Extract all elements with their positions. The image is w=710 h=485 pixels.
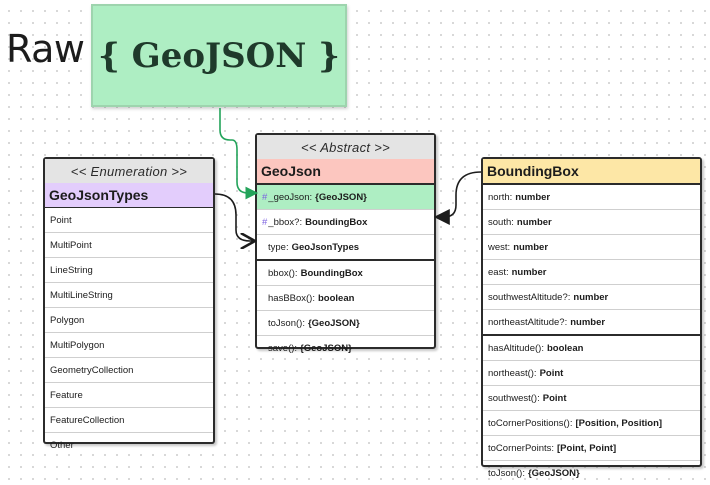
- member-name: east:: [488, 266, 509, 278]
- abstract-field[interactable]: #_geoJson:{GeoJSON}: [257, 185, 434, 210]
- member-name: northeast():: [488, 367, 537, 379]
- member-name: GeometryCollection: [50, 364, 134, 376]
- bbox-field[interactable]: east:number: [483, 260, 700, 285]
- bbox-field[interactable]: northeastAltitude?:number: [483, 310, 700, 334]
- abstract-field[interactable]: type:GeoJsonTypes: [257, 235, 434, 259]
- member-type: number: [511, 266, 547, 278]
- enum-stereotype: << Enumeration >>: [45, 159, 213, 183]
- bbox-field[interactable]: southwestAltitude?:number: [483, 285, 700, 310]
- member-type: BoundingBox: [300, 267, 363, 279]
- enum-value-item[interactable]: MultiPoint: [45, 233, 213, 258]
- enum-value-item[interactable]: MultiLineString: [45, 283, 213, 308]
- raw-label: Raw: [6, 27, 85, 71]
- member-name: type:: [268, 241, 289, 253]
- member-type: number: [513, 241, 549, 253]
- member-type: [Position, Position]: [575, 417, 663, 429]
- member-type: {GeoJSON}: [527, 467, 580, 479]
- member-type: number: [570, 316, 606, 328]
- member-name: toCornerPoints:: [488, 442, 555, 454]
- abstract-method[interactable]: save():{GeoJSON}: [257, 336, 434, 360]
- abstract-method[interactable]: hasBBox():boolean: [257, 286, 434, 311]
- member-name: Feature: [50, 389, 83, 401]
- member-name: Point: [50, 214, 72, 226]
- member-name: north:: [488, 191, 513, 203]
- enum-value-item[interactable]: MultiPolygon: [45, 333, 213, 358]
- member-name: Other: [50, 439, 74, 451]
- bbox-to-bbox-field-connector: [433, 171, 482, 225]
- member-name: bbox():: [268, 267, 298, 279]
- member-type: {GeoJSON}: [315, 191, 367, 203]
- member-name: save():: [268, 342, 298, 354]
- bbox-field[interactable]: south:number: [483, 210, 700, 235]
- member-name: northeastAltitude?:: [488, 316, 568, 328]
- member-name: LineString: [50, 264, 93, 276]
- member-type: number: [516, 216, 552, 228]
- member-type: {GeoJSON}: [300, 342, 352, 354]
- abstract-field[interactable]: #_bbox?:BoundingBox: [257, 210, 434, 235]
- bbox-method[interactable]: toJson():{GeoJSON}: [483, 461, 700, 485]
- member-name: _bbox?:: [268, 216, 303, 228]
- member-type: {GeoJSON}: [307, 317, 360, 329]
- note-to-geojson-connector: [219, 108, 259, 200]
- bbox-method[interactable]: northeast():Point: [483, 361, 700, 386]
- member-type: number: [515, 191, 551, 203]
- bbox-class-title: BoundingBox: [483, 159, 700, 183]
- bbox-method[interactable]: toCornerPoints:[Point, Point]: [483, 436, 700, 461]
- abstract-stereotype: << Abstract >>: [257, 135, 434, 159]
- member-name: south:: [488, 216, 514, 228]
- enum-value-item[interactable]: Feature: [45, 383, 213, 408]
- member-type: number: [573, 291, 609, 303]
- abstract-method[interactable]: toJson():{GeoJSON}: [257, 311, 434, 336]
- member-name: west:: [488, 241, 511, 253]
- enum-value-item[interactable]: Point: [45, 208, 213, 233]
- abstract-method[interactable]: bbox():BoundingBox: [257, 261, 434, 286]
- enum-class-title: GeoJsonTypes: [45, 183, 213, 208]
- member-name: southwestAltitude?:: [488, 291, 571, 303]
- member-name: toJson():: [268, 317, 305, 329]
- member-name: FeatureCollection: [50, 414, 125, 426]
- bbox-field[interactable]: north:number: [483, 185, 700, 210]
- geojson-sticky-note[interactable]: { GeoJSON }: [91, 4, 347, 107]
- enum-value-item[interactable]: Other: [45, 433, 213, 457]
- member-type: boolean: [318, 292, 355, 304]
- member-type: BoundingBox: [305, 216, 368, 228]
- enum-value-item[interactable]: FeatureCollection: [45, 408, 213, 433]
- member-type: boolean: [546, 342, 584, 354]
- bbox-method[interactable]: toCornerPositions():[Position, Position]: [483, 411, 700, 436]
- enum-value-item[interactable]: LineString: [45, 258, 213, 283]
- protected-marker: #: [262, 191, 268, 203]
- member-type: Point: [542, 392, 567, 404]
- member-name: toCornerPositions():: [488, 417, 573, 429]
- member-name: hasAltitude():: [488, 342, 544, 354]
- member-type: [Point, Point]: [557, 442, 617, 454]
- enum-value-item[interactable]: Polygon: [45, 308, 213, 333]
- member-name: MultiPolygon: [50, 339, 105, 351]
- enum-value-item[interactable]: GeometryCollection: [45, 358, 213, 383]
- bbox-method[interactable]: southwest():Point: [483, 386, 700, 411]
- member-name: _geoJson:: [268, 191, 313, 203]
- member-name: MultiLineString: [50, 289, 113, 301]
- member-name: southwest():: [488, 392, 540, 404]
- abstract-class-title: GeoJson: [257, 159, 434, 183]
- member-name: Polygon: [50, 314, 85, 326]
- member-name: MultiPoint: [50, 239, 92, 251]
- member-type: Point: [539, 367, 564, 379]
- enum-to-type-connector: [214, 193, 255, 241]
- member-type: GeoJsonTypes: [291, 241, 360, 253]
- protected-marker: #: [262, 216, 268, 228]
- abstract-class-box[interactable]: << Abstract >> GeoJson #_geoJson:{GeoJSO…: [255, 133, 436, 354]
- member-name: hasBBox():: [268, 292, 315, 304]
- bbox-field[interactable]: west:number: [483, 235, 700, 260]
- bbox-method[interactable]: hasAltitude():boolean: [483, 336, 700, 361]
- member-name: toJson():: [488, 467, 525, 479]
